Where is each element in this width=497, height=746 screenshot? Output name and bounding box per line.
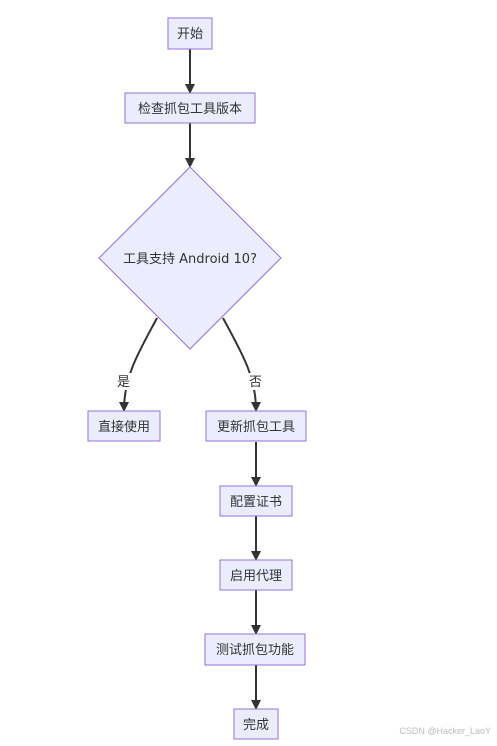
node-start: 开始 — [167, 17, 213, 50]
node-check-version: 检查抓包工具版本 — [124, 92, 256, 124]
node-check-version-label: 检查抓包工具版本 — [138, 102, 242, 117]
node-decision-label: 工具支持 Android 10? — [123, 252, 257, 267]
node-done: 完成 — [233, 708, 279, 740]
node-decision: 工具支持 Android 10? — [98, 166, 282, 350]
node-config-cert-label: 配置证书 — [230, 495, 282, 510]
edge-label-yes: 是 — [115, 373, 132, 390]
node-test-capture-label: 测试抓包功能 — [216, 643, 294, 658]
node-config-cert: 配置证书 — [219, 485, 293, 517]
node-start-label: 开始 — [177, 27, 203, 42]
watermark: CSDN @Hacker_LaoY — [399, 726, 491, 736]
yes-label-text: 是 — [117, 375, 130, 390]
node-use-directly: 直接使用 — [87, 410, 161, 442]
node-enable-proxy: 启用代理 — [219, 559, 293, 591]
node-done-label: 完成 — [243, 718, 269, 733]
node-use-directly-label: 直接使用 — [98, 419, 150, 435]
edge-decision-yes — [119, 317, 158, 412]
edge-label-no: 否 — [247, 373, 264, 390]
node-update-tool-label: 更新抓包工具 — [217, 419, 295, 435]
node-enable-proxy-label: 启用代理 — [230, 569, 282, 584]
no-label-text: 否 — [249, 375, 262, 390]
edge-decision-no — [222, 317, 261, 412]
node-update-tool: 更新抓包工具 — [205, 410, 307, 442]
node-test-capture: 测试抓包功能 — [204, 633, 306, 666]
